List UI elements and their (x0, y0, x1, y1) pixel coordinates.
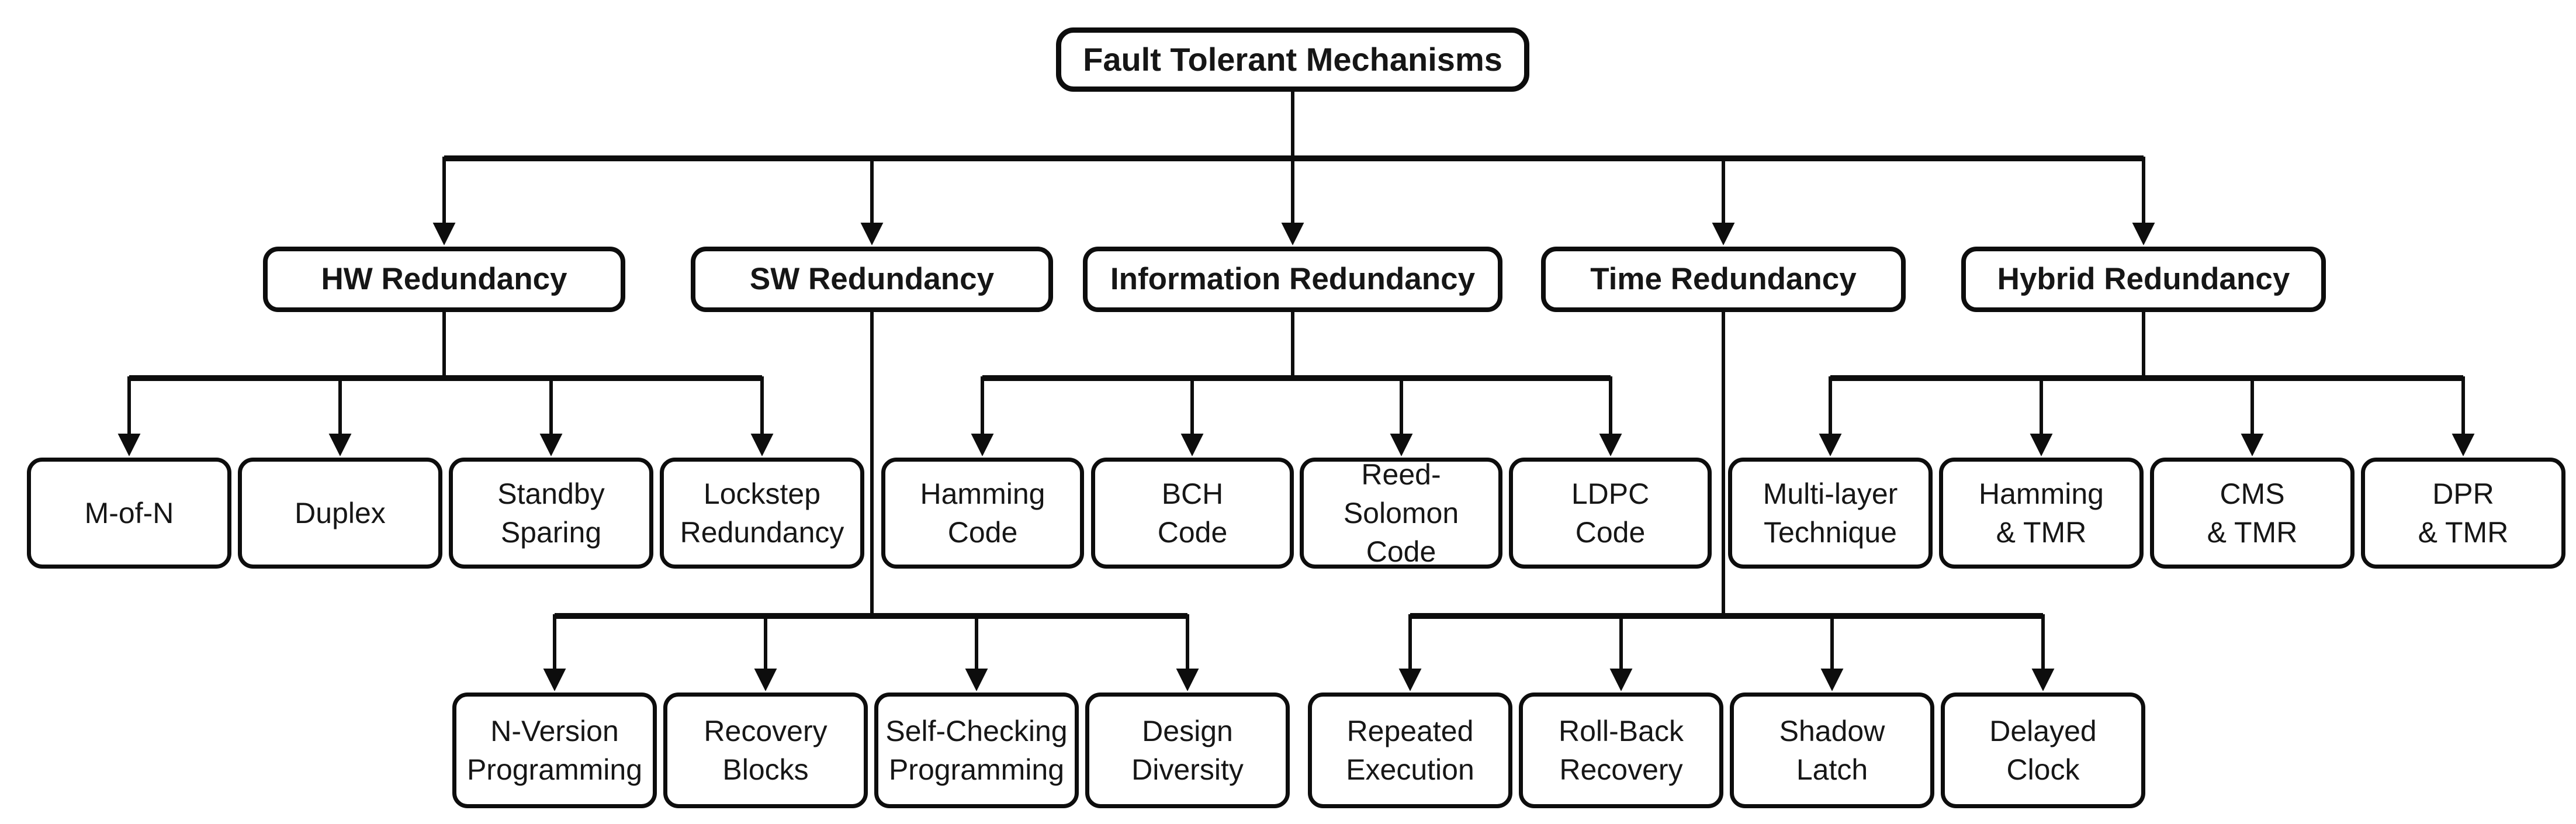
node-duplex: Duplex (238, 458, 442, 569)
node-m-of-n: M-of-N (27, 458, 231, 569)
node-roll-back-recovery: Roll-Back Recovery (1519, 693, 1723, 808)
node-standby-sparing: Standby Sparing (449, 458, 653, 569)
node-n-version-programming: N-Version Programming (452, 693, 657, 808)
connector-sw-subtree (543, 312, 1199, 691)
node-information-redundancy: Information Redundancy (1083, 247, 1502, 312)
node-design-diversity: Design Diversity (1085, 693, 1290, 808)
node-bch-code: BCH Code (1091, 458, 1294, 569)
node-hamming-and-tmr: Hamming & TMR (1939, 458, 2144, 569)
connector-hw-subtree (117, 312, 774, 456)
node-cms-and-tmr: CMS & TMR (2150, 458, 2355, 569)
connector-root-to-branches (432, 91, 2155, 245)
node-lockstep-redundancy: Lockstep Redundancy (660, 458, 864, 569)
node-recovery-blocks: Recovery Blocks (663, 693, 868, 808)
node-self-checking-programming: Self-Checking Programming (874, 693, 1079, 808)
node-time-redundancy: Time Redundancy (1541, 247, 1906, 312)
node-hw-redundancy: HW Redundancy (263, 247, 625, 312)
node-multi-layer-technique: Multi-layer Technique (1728, 458, 1933, 569)
node-hybrid-redundancy: Hybrid Redundancy (1961, 247, 2326, 312)
connector-information-subtree (971, 312, 1622, 456)
connector-hybrid-subtree (1819, 312, 2475, 456)
node-fault-tolerant-mechanisms: Fault Tolerant Mechanisms (1056, 27, 1529, 92)
node-hamming-code: Hamming Code (881, 458, 1084, 569)
connector-time-subtree (1398, 312, 2055, 691)
node-dpr-and-tmr: DPR & TMR (2361, 458, 2565, 569)
node-ldpc-code: LDPC Code (1509, 458, 1712, 569)
node-delayed-clock: Delayed Clock (1941, 693, 2145, 808)
node-reed-solomon-code: Reed- Solomon Code (1300, 458, 1502, 569)
node-sw-redundancy: SW Redundancy (691, 247, 1053, 312)
node-repeated-execution: Repeated Execution (1308, 693, 1512, 808)
node-shadow-latch: Shadow Latch (1730, 693, 1934, 808)
